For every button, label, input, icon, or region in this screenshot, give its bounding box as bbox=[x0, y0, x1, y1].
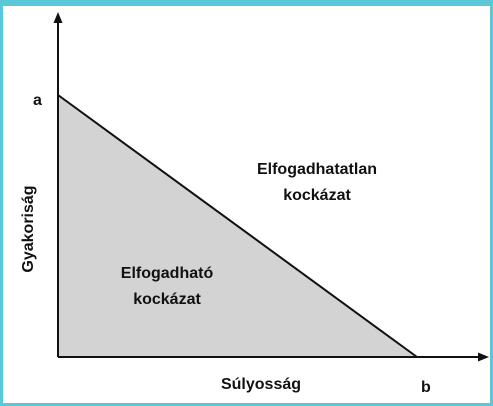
risk-boundary-line bbox=[57, 94, 418, 358]
y-axis-arrowhead bbox=[53, 12, 63, 23]
x-axis-arrowhead bbox=[478, 352, 489, 362]
risk-acceptability-diagram: a b Gyakoriság Súlyosság Elfogadható koc… bbox=[20, 12, 489, 396]
unacceptable-risk-label-line1: Elfogadhatatlan bbox=[257, 161, 377, 178]
x-axis-title: Súlyosság bbox=[221, 376, 301, 393]
x-intercept-label: b bbox=[421, 379, 431, 396]
y-axis-title: Gyakoriság bbox=[20, 185, 37, 272]
y-intercept-label: a bbox=[33, 92, 42, 109]
acceptable-risk-label-line2: kockázat bbox=[133, 291, 201, 308]
acceptable-risk-label-line1: Elfogadható bbox=[121, 265, 214, 282]
unacceptable-risk-label-line2: kockázat bbox=[283, 187, 351, 204]
